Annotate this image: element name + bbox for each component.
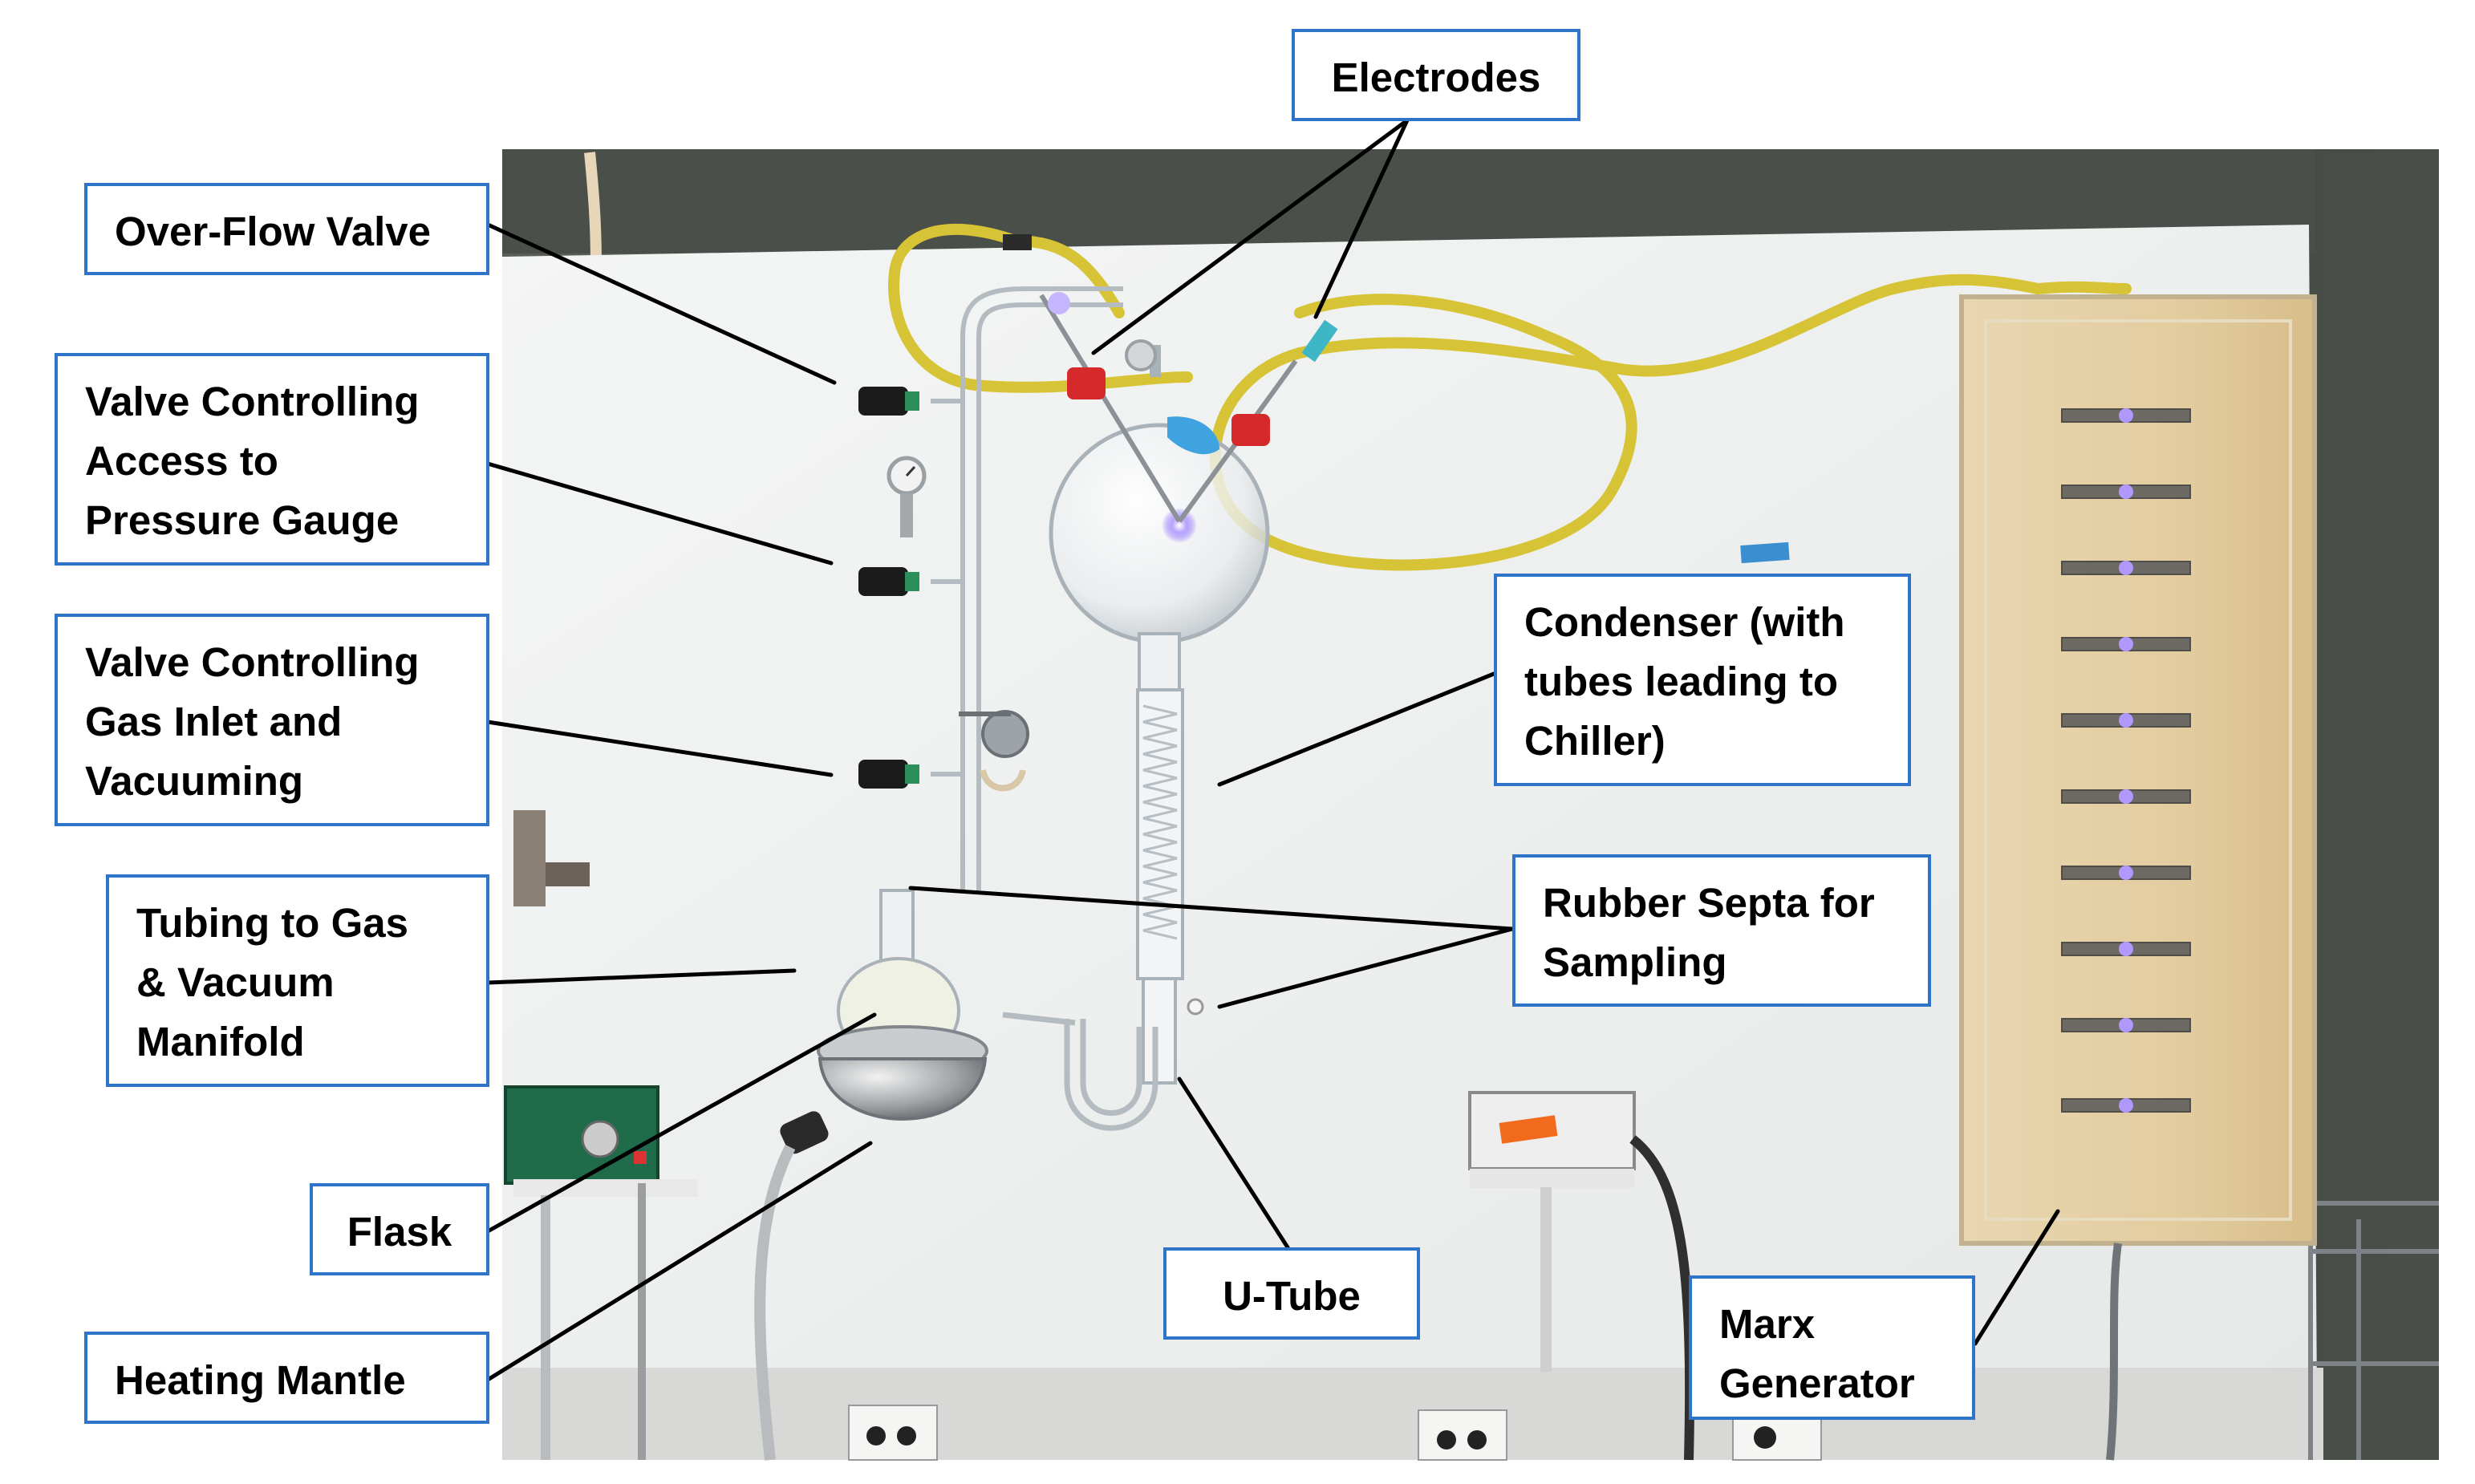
- leader-septa-lower: [1217, 926, 1515, 1009]
- label-u-tube: U-Tube: [1163, 1247, 1420, 1340]
- label-tubing-manifold: Tubing to Gas & Vacuum Manifold: [106, 874, 489, 1087]
- leader-septa-upper: [908, 886, 1515, 931]
- leader-valve-gas-inlet: [485, 720, 834, 777]
- leader-overflow-valve: [485, 222, 837, 385]
- label-valve-pressure-gauge: Valve Controlling Access to Pressure Gau…: [55, 353, 489, 566]
- label-rubber-septa: Rubber Septa for Sampling: [1512, 854, 1931, 1007]
- pressure-gauge-icon: [887, 456, 927, 537]
- leader-heating-mantle: [485, 1141, 873, 1382]
- leader-flask: [485, 1012, 877, 1234]
- outlet-icon: [848, 1405, 1822, 1461]
- u-tube-icon: [1002, 1012, 1158, 1131]
- label-valve-gas-inlet: Valve Controlling Gas Inlet and Vacuumin…: [55, 614, 489, 826]
- label-flask: Flask: [310, 1183, 489, 1275]
- label-condenser: Condenser (with tubes leading to Chiller…: [1494, 574, 1911, 786]
- heating-mantle-icon: [754, 1025, 988, 1461]
- label-heating-mantle: Heating Mantle: [84, 1332, 489, 1424]
- electrode-cap-icon: [1039, 292, 1298, 523]
- valve-knob-icon: [858, 387, 919, 789]
- leader-electrodes-right: [1313, 118, 1410, 319]
- marx-generator-icon: [1959, 294, 2317, 1461]
- power-supply-icon: [1468, 1091, 1695, 1461]
- leader-tubing-manifold: [485, 968, 797, 985]
- label-marx-generator: Marx Generator: [1689, 1275, 1975, 1420]
- leader-valve-pressure-gauge: [485, 461, 834, 566]
- leader-marx-generator: [1973, 1209, 2060, 1346]
- leader-electrodes-left: [1091, 118, 1410, 355]
- leader-u-tube: [1177, 1077, 1290, 1250]
- leader-condenser: [1217, 671, 1496, 787]
- label-overflow-valve: Over-Flow Valve: [84, 183, 489, 275]
- label-electrodes: Electrodes: [1292, 29, 1580, 121]
- power-supply-icon: [504, 1085, 698, 1460]
- condenser-icon: [1136, 688, 1204, 1085]
